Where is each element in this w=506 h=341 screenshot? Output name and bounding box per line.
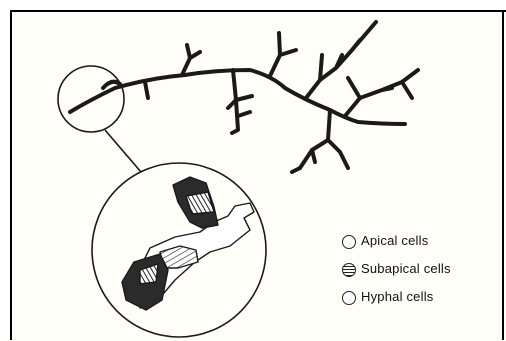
branch-right	[345, 70, 418, 116]
legend-label: Subapical cells	[361, 261, 451, 276]
zoom-connector-line	[105, 130, 141, 172]
legend-item-subapical: Subapical cells	[342, 261, 502, 289]
open-circle-icon	[342, 291, 356, 305]
legend-label: Apical cells	[361, 233, 428, 248]
branch-small-left	[145, 82, 148, 98]
legend: Apical cells Subapical cells Hyphal cell…	[342, 233, 502, 317]
branch-upper-2	[270, 33, 296, 76]
open-circle-icon	[342, 235, 356, 249]
legend-label: Hyphal cells	[361, 289, 434, 304]
legend-item-apical: Apical cells	[342, 233, 502, 261]
branch-upper-1	[182, 45, 200, 75]
branch-upper-3	[306, 22, 376, 98]
legend-item-hyphal: Hyphal cells	[342, 289, 502, 317]
hatched-circle-icon	[342, 263, 356, 277]
branch-down	[292, 110, 348, 172]
branch-lower-1	[228, 70, 252, 133]
